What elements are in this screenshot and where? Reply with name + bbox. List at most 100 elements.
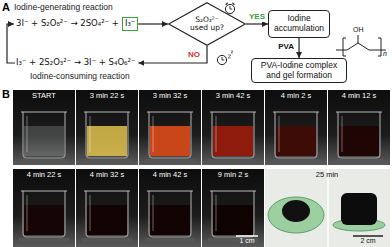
pva-structure: [343, 38, 346, 56]
edge-label: PVA: [277, 43, 295, 52]
alarm-clock-icon: [230, 9, 232, 10]
photo-frame: [76, 169, 138, 247]
time-label: 3 min 32 s: [153, 92, 188, 101]
pva-structure: [358, 35, 359, 43]
pva-structure: [378, 38, 381, 56]
photo-gel: [268, 197, 324, 233]
sleeping-clock-icon: [222, 60, 224, 61]
photo-frame: [76, 169, 138, 247]
photo-frame: [213, 126, 253, 156]
process-box: Iodine accumulation: [268, 10, 330, 37]
time-label: 3 min 42 s: [216, 92, 251, 101]
repeat-index: n: [383, 50, 387, 58]
panel-letter: A: [2, 1, 10, 14]
box-text: I₃⁻: [125, 18, 135, 29]
photo-frame: [19, 191, 69, 242]
alarm-clock-icon: [232, 3, 234, 5]
branch-label: NO: [188, 50, 200, 59]
photo-frame: [276, 126, 316, 156]
sleeping-clock-icon: [217, 51, 233, 65]
time-label: 25 min: [316, 171, 339, 180]
box-text: PVA-Iodine complex and gel formation: [256, 61, 342, 80]
photo-frame: [13, 169, 75, 247]
photo-frame: [328, 90, 390, 165]
flow-arrow: [138, 23, 168, 24]
diamond-shape: [169, 3, 246, 46]
loop-arrow: [7, 24, 15, 63]
photo-frame: [208, 191, 258, 242]
time-label: 4 min 12 s: [342, 92, 377, 101]
photo-frame: [271, 112, 321, 163]
reaction-title: Iodine-generating reaction: [14, 3, 113, 13]
flow-arrow: [246, 23, 268, 24]
edge-label: YES: [248, 13, 266, 22]
photo-gel: [353, 235, 383, 237]
photo-frame: [265, 90, 327, 165]
decision-diamond: S₂O₃²⁻ used up?: [168, 2, 246, 46]
photo-frame: [150, 205, 190, 235]
process-box: PVA-Iodine complex and gel formation: [251, 58, 347, 83]
photo-frame: [76, 90, 138, 165]
time-label: 3 min 22 s: [90, 92, 125, 101]
alarm-clock-icon: [225, 4, 234, 13]
pva-structure: [336, 35, 386, 56]
scale-bar-label: 2 cm: [360, 237, 375, 245]
time-label: 4 min 22 s: [27, 171, 62, 180]
photo-frame: [145, 112, 195, 163]
photo-frame: [202, 169, 264, 247]
equation: I₃⁻ + 2S₂O₃²⁻ → 3I⁻ + S₄O₆²⁻: [16, 58, 135, 68]
panel-letter: B: [2, 88, 10, 101]
photo-frame: [328, 90, 390, 165]
photo-gel: [341, 193, 377, 225]
time-label: 4 min 32 s: [90, 171, 125, 180]
time-label: 9 min 2 s: [218, 171, 248, 180]
atom-label: OH: [353, 26, 364, 34]
photo-frame: [139, 169, 201, 247]
photo-frame: [334, 112, 384, 163]
alarm-clock-icon: [226, 3, 228, 5]
photo-frame: [82, 191, 132, 242]
photo-frame: [87, 126, 127, 156]
highlight-box: I₃⁻: [122, 17, 138, 30]
no-branch-arrow: [138, 46, 207, 63]
box-text: Iodine accumulation: [274, 14, 324, 33]
photo-frame: [202, 169, 264, 247]
photo-start: [13, 90, 75, 165]
alarm-clock-icon: [225, 3, 234, 14]
sleeping-clock-icon: [228, 51, 233, 58]
photo-frame: [202, 90, 264, 165]
photo-frame: [145, 191, 195, 242]
photo-frame: [139, 169, 201, 247]
photo-gel: [265, 169, 390, 247]
reaction-title: Iodine-consuming reaction: [30, 72, 130, 82]
photo-frame: [213, 205, 253, 235]
time-label: 4 min 42 s: [153, 171, 188, 180]
photo-frame: [76, 90, 138, 165]
flow-arrow: [298, 38, 299, 58]
photo-frame: [139, 90, 201, 165]
photo-frame: [24, 205, 64, 235]
photo-start: [13, 90, 75, 165]
pva-structure: [336, 43, 386, 50]
sleeping-clock-icon: [217, 55, 226, 64]
photo-gel: [265, 169, 390, 247]
photo-frame: [265, 90, 327, 165]
photo-frame: [208, 112, 258, 163]
photo-start: [19, 112, 69, 163]
photo-frame: [236, 235, 258, 237]
time-label: START: [32, 92, 56, 101]
photo-gel: [327, 169, 329, 247]
decision-text: S₂O₃²⁻ used up?: [188, 16, 226, 33]
photo-gel: [282, 200, 310, 222]
photo-frame: [13, 169, 75, 247]
scale-bar-label: 1 cm: [239, 237, 254, 245]
equation: 3I⁻ + S₂O₈²⁻ → 2SO₄²⁻ +: [16, 19, 119, 29]
photo-frame: [139, 90, 201, 165]
time-label: 4 min 2 s: [281, 92, 311, 101]
photo-start: [24, 126, 64, 156]
photo-frame: [82, 112, 132, 163]
photo-frame: [150, 126, 190, 156]
photo-frame: [87, 205, 127, 235]
photo-frame: [339, 126, 379, 156]
